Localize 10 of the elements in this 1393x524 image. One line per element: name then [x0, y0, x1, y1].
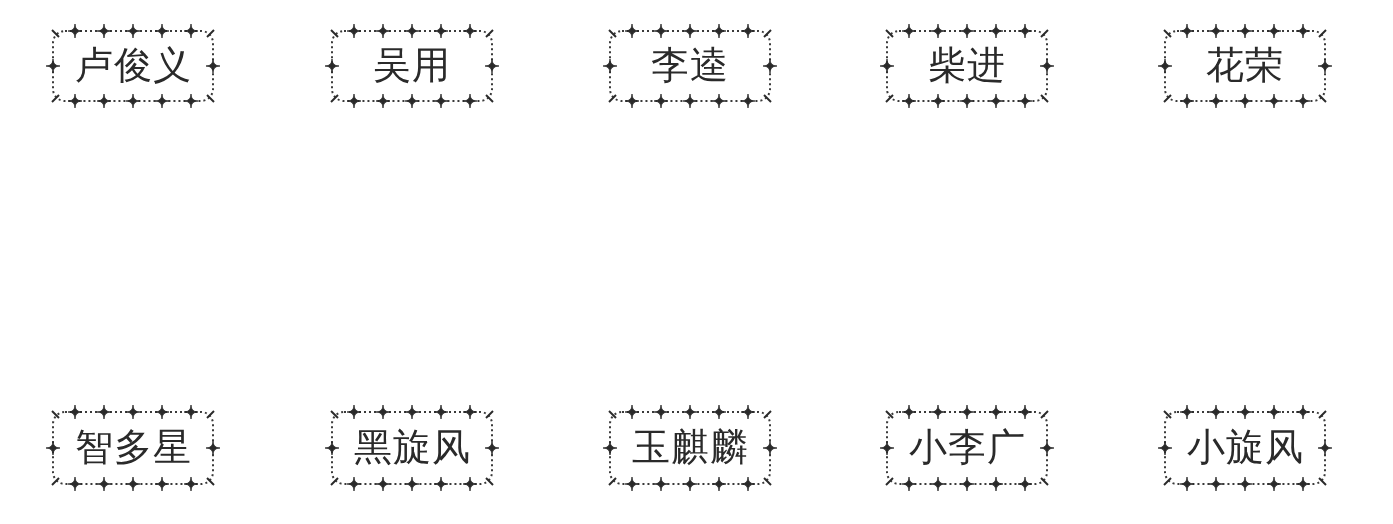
name-text: 卢俊义 [74, 45, 192, 87]
name-text: 柴进 [928, 45, 1006, 87]
name-text: 花荣 [1206, 45, 1284, 87]
name-text: 李逵 [651, 45, 729, 87]
name-text: 小李广 [908, 427, 1026, 469]
name-text: 小旋风 [1186, 427, 1304, 469]
name-text: 黑旋风 [353, 427, 471, 469]
name-text: 吴用 [373, 45, 451, 87]
name-text: 玉麒麟 [631, 427, 749, 469]
name-text: 智多星 [74, 427, 192, 469]
